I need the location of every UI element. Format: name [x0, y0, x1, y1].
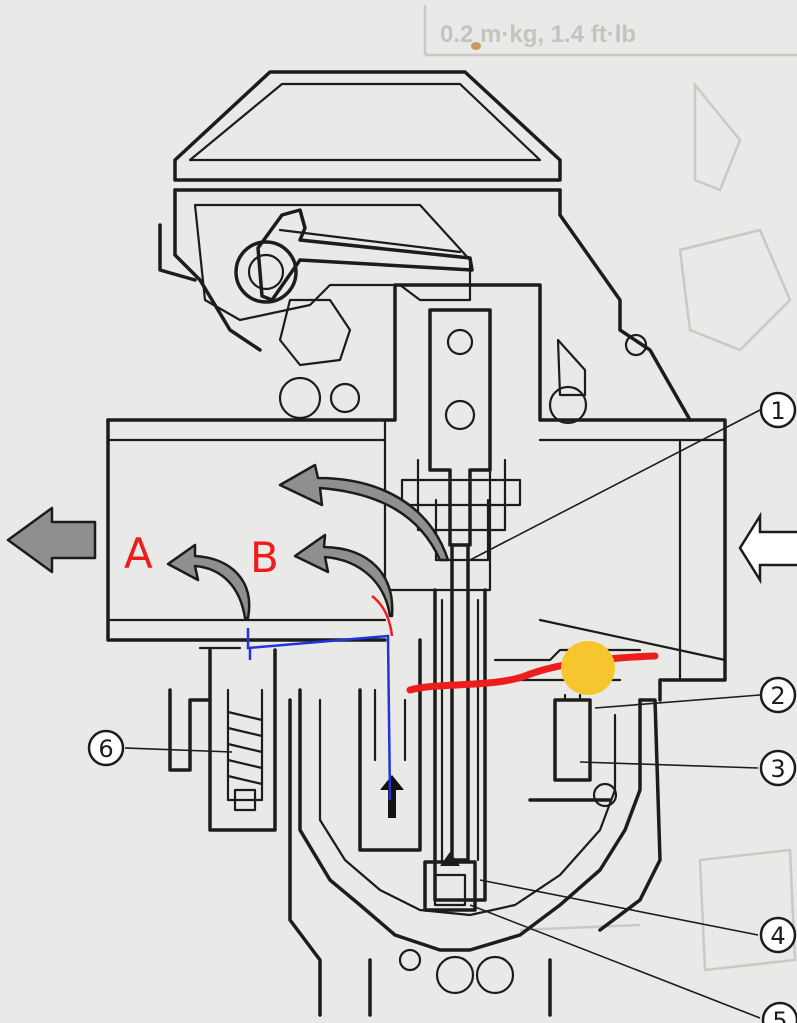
callout-4: 4	[759, 916, 797, 954]
callout-1: 1	[759, 391, 797, 429]
svg-text:5: 5	[772, 1007, 787, 1023]
svg-text:3: 3	[770, 755, 785, 783]
callout-5: 5	[761, 1001, 797, 1023]
svg-text:2: 2	[770, 682, 785, 710]
carburetor-body	[106, 283, 727, 1017]
flow-arrow-a-icon	[166, 543, 251, 620]
page-header-spec: 0.2 m·kg, 1.4 ft·lb	[440, 21, 636, 48]
flow-arrow-main-icon	[278, 463, 450, 562]
leader-lines	[124, 409, 761, 1019]
bypass-red-line	[371, 595, 394, 637]
pilot-passage-blue	[246, 628, 392, 801]
outlet-arrow-icon	[6, 506, 97, 574]
svg-text:4: 4	[770, 922, 785, 950]
callout-6: 6	[87, 729, 125, 767]
flow-arrow-b-icon	[293, 533, 394, 618]
marker-a: A	[124, 529, 153, 578]
hand-annotations: A B	[124, 529, 659, 801]
svg-text:1: 1	[770, 397, 785, 425]
paper-speck	[471, 42, 481, 50]
marker-b: B	[250, 533, 279, 582]
callout-3: 3	[759, 749, 797, 787]
svg-text:6: 6	[98, 735, 113, 763]
inlet-arrow-icon	[738, 511, 797, 585]
air-flow-arrows	[6, 463, 797, 620]
fuel-level-dot	[561, 641, 615, 695]
callout-2: 2	[759, 676, 797, 714]
